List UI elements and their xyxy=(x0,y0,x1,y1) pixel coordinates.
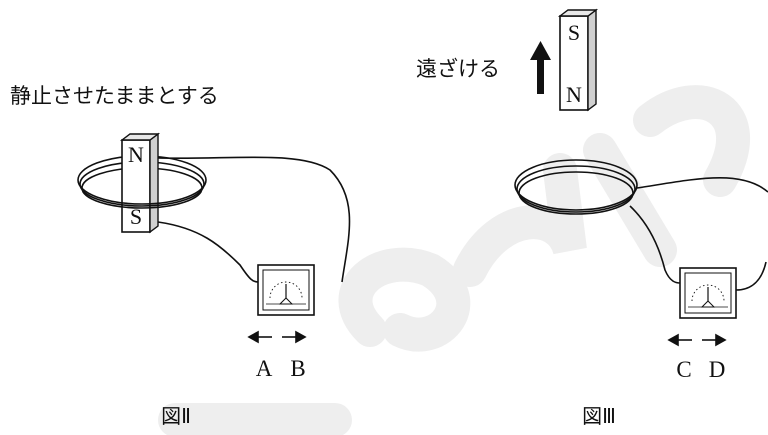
fig2-label-b: B xyxy=(290,356,305,381)
fig3-pole-top: S xyxy=(568,20,580,45)
fig3-direction-arrows xyxy=(667,333,727,347)
fig3-pole-bottom: N xyxy=(566,82,582,107)
fig3-coil xyxy=(514,159,638,215)
fig2-galvanometer xyxy=(257,264,315,316)
fig3-galvanometer xyxy=(679,261,767,319)
fig3-label-c: C xyxy=(676,357,691,382)
fig3-up-arrow-icon xyxy=(530,41,551,94)
fig2-coil-front xyxy=(77,179,207,209)
fig3-bar-magnet: S N xyxy=(557,8,599,112)
fig3-caption: 図Ⅲ xyxy=(582,404,616,428)
fig3-label-d: D xyxy=(709,357,726,382)
fig2-wires xyxy=(157,156,351,283)
fig3-wires xyxy=(629,177,768,284)
fig2-label-a: A xyxy=(256,356,273,381)
fig2-bar-magnet: N S xyxy=(119,132,161,234)
figure-2: 静止させたままとする N S xyxy=(10,84,351,428)
fig2-direction-arrows xyxy=(247,330,307,344)
figure-3: 遠ざける S N xyxy=(416,8,768,428)
watermark xyxy=(158,85,750,435)
fig3-instruction: 遠ざける xyxy=(416,57,500,81)
fig2-caption: 図Ⅱ xyxy=(161,404,191,428)
fig2-pole-bottom: S xyxy=(130,204,142,229)
fig2-pole-top: N xyxy=(128,142,144,167)
fig2-instruction: 静止させたままとする xyxy=(10,84,219,108)
